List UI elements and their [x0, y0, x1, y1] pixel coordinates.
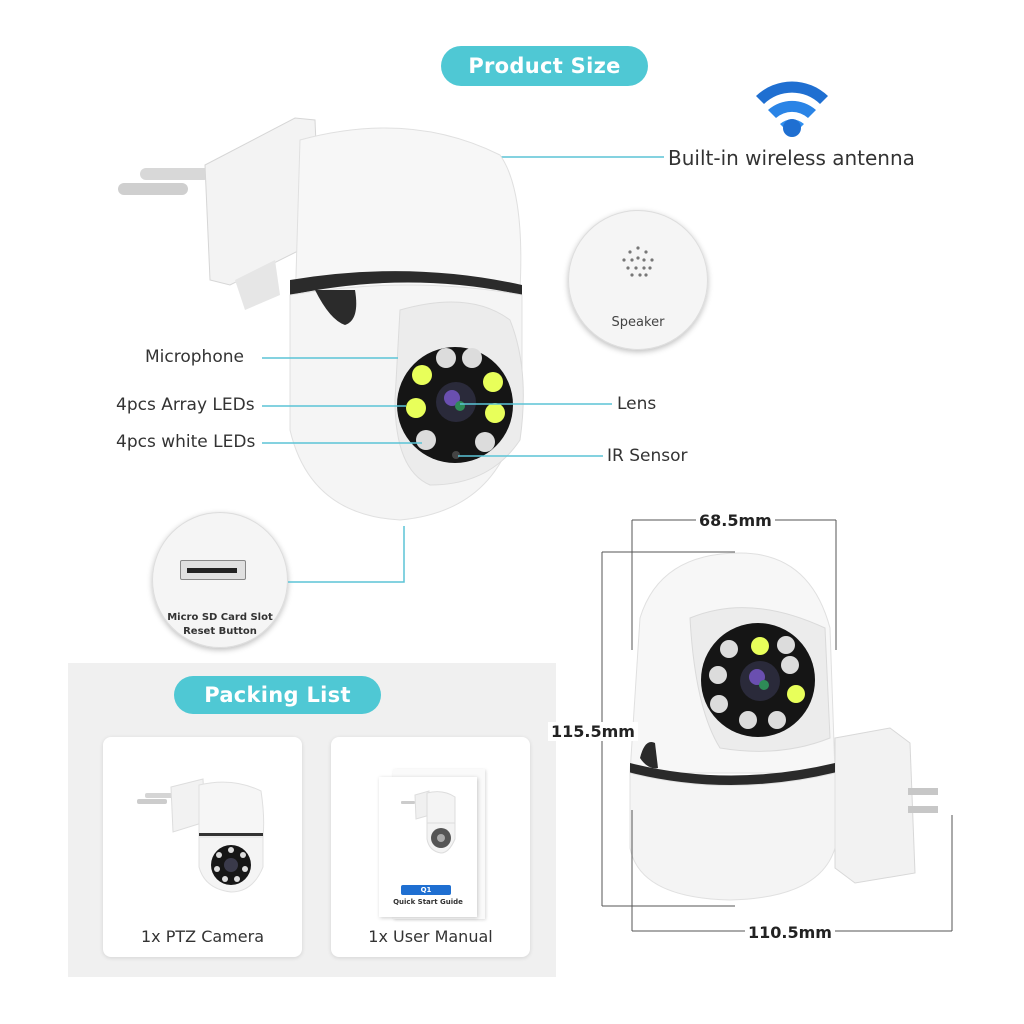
dimension-height: 115.5mm	[548, 722, 638, 741]
speaker-grille-icon	[622, 246, 654, 277]
ir-sensor-leader-line	[458, 455, 603, 457]
manual-camera-icon	[401, 790, 456, 854]
camera-thumbnail	[137, 778, 265, 893]
manual-subtitle: Quick Start Guide	[393, 898, 463, 906]
lens-leader-line	[460, 403, 612, 405]
packing-item-manual: Q1 Quick Start Guide 1x User Manual	[331, 737, 530, 957]
camera-dimension-image	[629, 552, 938, 901]
antenna-label: Built-in wireless antenna	[668, 146, 915, 170]
reset-button-label: Reset Button	[183, 626, 257, 637]
microphone-leader-line	[262, 357, 398, 359]
sd-card-slot	[180, 560, 246, 580]
lens-label: Lens	[617, 394, 657, 414]
wifi-icon	[756, 81, 828, 137]
white-leds-leader-line	[262, 442, 422, 444]
dimension-width: 68.5mm	[696, 511, 775, 530]
dimension-depth: 110.5mm	[745, 923, 835, 942]
packing-list-badge: Packing List	[174, 676, 381, 714]
array-leds-label: 4pcs Array LEDs	[116, 395, 255, 415]
packing-item-camera: 1x PTZ Camera	[103, 737, 302, 957]
manual-cover: Q1 Quick Start Guide	[379, 777, 477, 917]
microphone-label: Microphone	[145, 347, 244, 367]
packing-manual-label: 1x User Manual	[368, 927, 493, 946]
product-size-badge: Product Size	[441, 46, 648, 86]
array-leds-leader-line	[262, 405, 406, 407]
speaker-label: Speaker	[611, 315, 665, 330]
sd-leader-line	[288, 526, 405, 583]
white-leds-label: 4pcs white LEDs	[116, 432, 256, 452]
sd-slot-label: Micro SD Card Slot	[167, 612, 273, 623]
packing-camera-label: 1x PTZ Camera	[141, 927, 264, 946]
speaker-inset: Speaker	[568, 210, 708, 350]
camera-main-image	[118, 117, 524, 521]
sd-card-inset: Micro SD Card Slot Reset Button	[152, 512, 288, 648]
manual-tag: Q1	[401, 885, 451, 895]
ir-sensor-label: IR Sensor	[607, 446, 688, 466]
antenna-leader-line	[500, 156, 664, 158]
dimension-lines	[601, 519, 953, 932]
